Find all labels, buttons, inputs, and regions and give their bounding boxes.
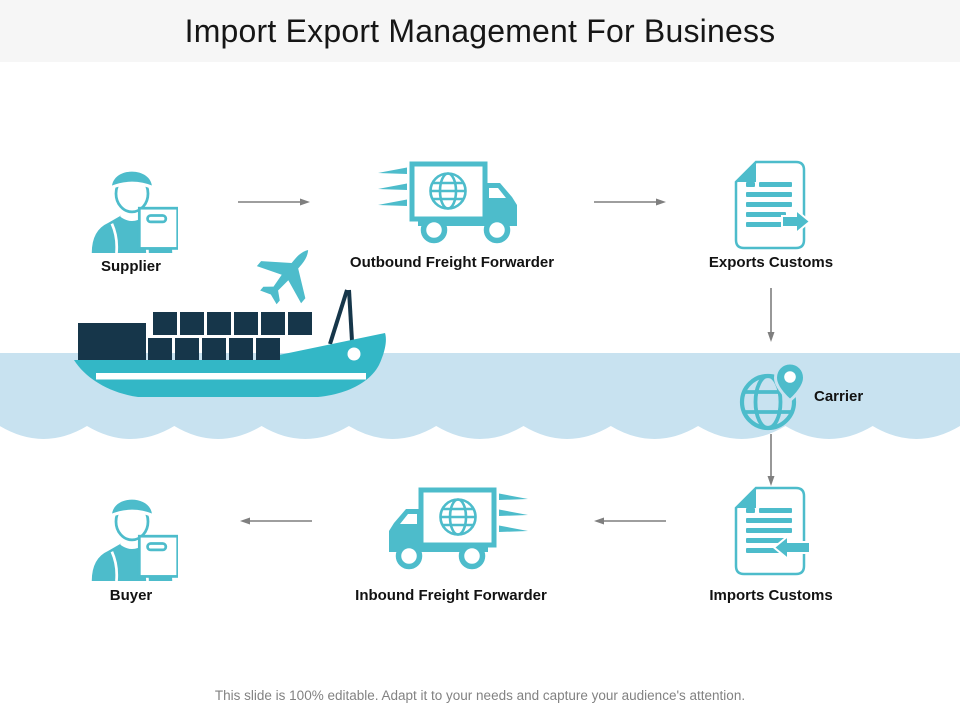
label-exports-customs: Exports Customs: [708, 254, 834, 271]
parcel-box: [137, 534, 178, 578]
header-band: Import Export Management For Business: [0, 0, 960, 62]
document-fold: [736, 488, 756, 508]
airplane-icon: [256, 249, 309, 305]
document-arrow-out-icon: [734, 160, 810, 250]
truck-wheel: [483, 216, 511, 244]
arrow-exports-to-carrier: [767, 288, 775, 342]
label-carrier: Carrier: [814, 388, 864, 405]
truck-chassis: [389, 545, 488, 552]
arrow-outbound-to-exports: [594, 198, 666, 206]
document-lines: [746, 508, 792, 553]
arrow-inbound-to-buyer: [240, 517, 312, 525]
page-title: Import Export Management For Business: [184, 12, 776, 49]
truck-wheel: [420, 216, 448, 244]
delivery-truck-left-icon: [389, 487, 528, 570]
cargo-ship-icon: [74, 289, 386, 397]
label-imports-customs: Imports Customs: [709, 587, 833, 604]
globe-glyph: [429, 172, 467, 210]
label-buyer: Buyer: [109, 587, 153, 604]
document-fold: [736, 162, 756, 182]
speed-lines: [378, 167, 407, 206]
person-head: [110, 171, 154, 214]
arrow-in-glyph: [772, 533, 810, 562]
ship-hull: [74, 333, 386, 397]
label-supplier: Supplier: [100, 258, 161, 275]
truck-wheel: [395, 542, 423, 570]
globe-location-pin-icon: [739, 361, 807, 431]
pin-hole: [784, 371, 796, 383]
ship-porthole: [347, 347, 361, 361]
courier-person-icon: [91, 499, 178, 581]
arrow-out-glyph: [781, 207, 810, 236]
arrow-carrier-to-imports: [767, 434, 775, 486]
cab-window: [400, 514, 417, 524]
document-lines: [746, 182, 792, 227]
arrow-supplier-to-outbound: [238, 198, 310, 206]
label-inbound-freight-forwarder: Inbound Freight Forwarder: [355, 587, 547, 604]
globe-glyph: [439, 498, 477, 536]
truck-chassis: [418, 219, 517, 226]
delivery-truck-right-icon: [378, 161, 517, 244]
label-outbound-freight-forwarder: Outbound Freight Forwarder: [349, 254, 555, 271]
parcel-box: [137, 206, 178, 250]
person-head: [110, 499, 154, 542]
arrow-imports-to-inbound: [594, 517, 666, 525]
cab-window: [489, 188, 506, 198]
footer-note: This slide is 100% editable. Adapt it to…: [214, 688, 746, 703]
speed-lines: [499, 493, 528, 532]
courier-person-icon: [91, 171, 178, 253]
ship-containers: [78, 312, 312, 360]
truck-wheel: [458, 542, 486, 570]
document-arrow-in-icon: [734, 486, 810, 576]
ship-hull-stripe: [96, 373, 366, 380]
